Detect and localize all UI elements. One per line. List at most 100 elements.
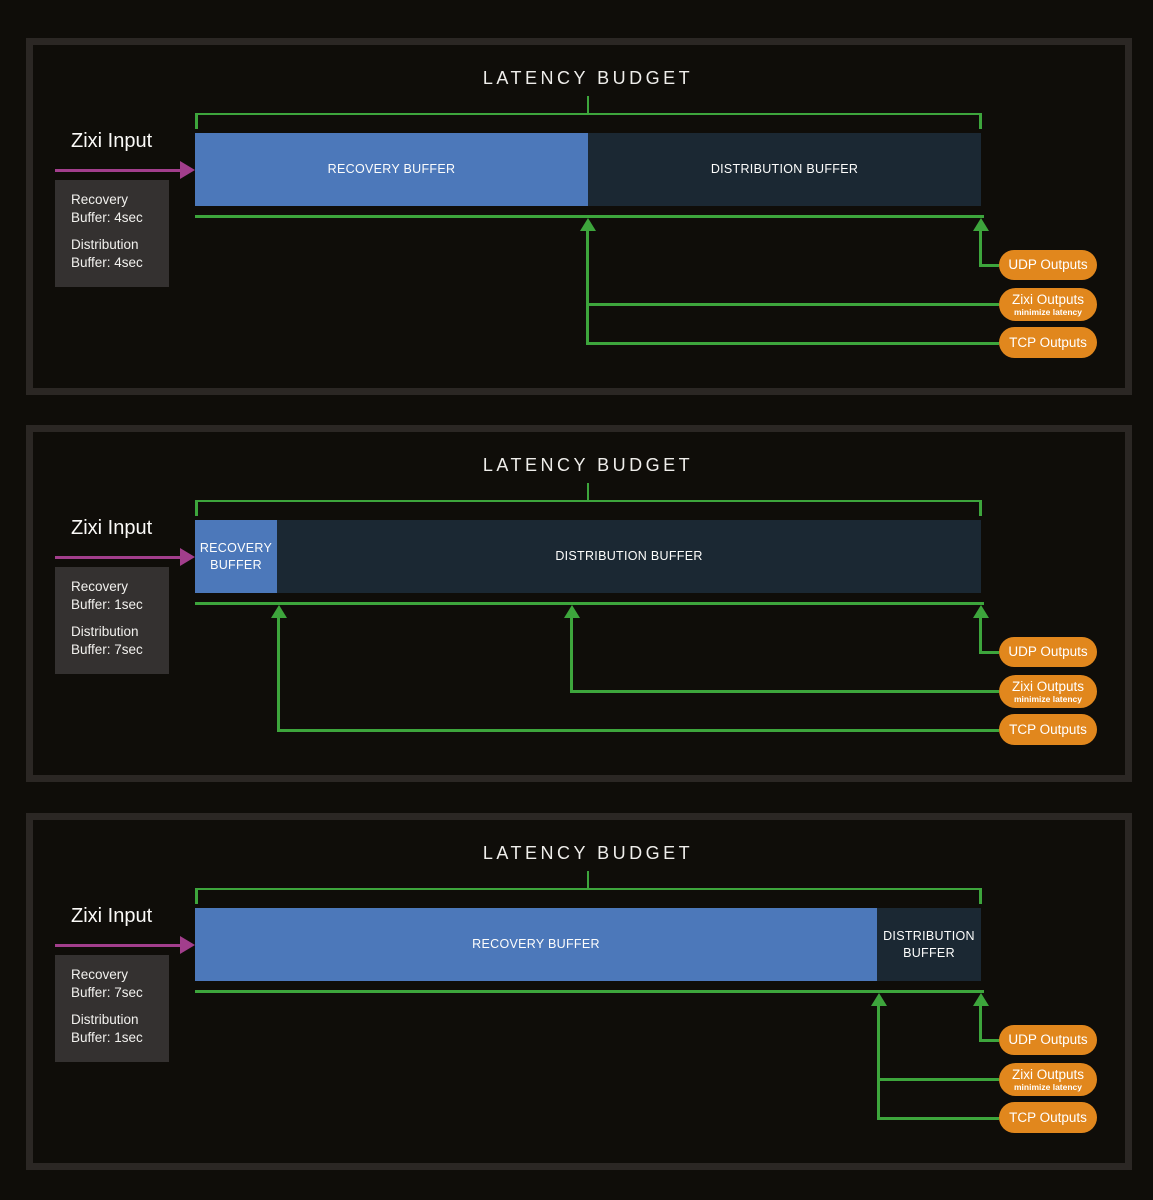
output-connector-line (588, 303, 999, 306)
latency-budget-panel: LATENCY BUDGET RECOVERY BUFFER DISTRIBUT… (26, 813, 1132, 1170)
connector-layer (33, 432, 1125, 775)
latency-bracket-line (195, 888, 982, 890)
distribution-info-line: Distribution Buffer: 1sec (71, 1012, 143, 1045)
tap-vertical-line (570, 617, 573, 693)
bracket-right-end (979, 888, 982, 904)
bracket-right-end (979, 500, 982, 516)
tap-arrowhead-icon (580, 218, 596, 231)
panel-title: LATENCY BUDGET (482, 68, 694, 88)
tap-vertical-line (979, 230, 982, 267)
tap-arrowhead-icon (871, 993, 887, 1006)
output-connector-line (879, 1078, 999, 1081)
udp-outputs-pill: UDP Outputs (999, 250, 1097, 280)
distribution-info-line: Distribution Buffer: 4sec (71, 237, 143, 270)
udp-outputs-pill: UDP Outputs (999, 1025, 1097, 1055)
recovery-buffer-label: RECOVERY BUFFER (472, 937, 600, 952)
buffer-bar: RECOVERY BUFFER DISTRIBUTION BUFFER (195, 908, 981, 981)
buffer-info-box: Recovery Buffer: 4sec Distribution Buffe… (55, 180, 169, 287)
recovery-buffer-segment: RECOVERY BUFFER (195, 908, 877, 981)
output-connector-line (879, 1117, 999, 1120)
tcp-outputs-pill: TCP Outputs (999, 1102, 1097, 1133)
tcp-outputs-pill: TCP Outputs (999, 714, 1097, 745)
bracket-left-end (195, 500, 198, 516)
output-baseline (195, 990, 984, 993)
buffer-bar: RECOVERY BUFFER DISTRIBUTION BUFFER (195, 520, 981, 593)
distribution-buffer-label: DISTRIBUTION BUFFER (710, 162, 859, 177)
tap-vertical-line (979, 617, 982, 654)
tap-vertical-line (586, 230, 589, 345)
pill-label: TCP Outputs (1009, 334, 1087, 350)
zixi-input-label: Zixi Input (71, 517, 153, 539)
recovery-buffer-segment: RECOVERY BUFFER (195, 520, 277, 593)
buffer-info-box: Recovery Buffer: 1sec Distribution Buffe… (55, 567, 169, 674)
tap-arrowhead-icon (271, 605, 287, 618)
bracket-left-end (195, 888, 198, 904)
pill-label: UDP Outputs (1008, 257, 1088, 273)
pill-label: TCP Outputs (1009, 721, 1087, 737)
tap-arrowhead-icon (973, 993, 989, 1006)
pill-label: Zixi Outputs (1011, 1067, 1085, 1083)
bracket-left-end (195, 113, 198, 129)
distribution-buffer-segment: DISTRIBUTION BUFFER (588, 133, 981, 206)
pill-sublabel: minimize latency (1013, 694, 1083, 704)
buffer-bar: RECOVERY BUFFER DISTRIBUTION BUFFER (195, 133, 981, 206)
zixi-input-arrowhead-icon (180, 936, 195, 954)
distribution-buffer-label: DISTRIBUTION BUFFER (555, 549, 703, 564)
udp-outputs-pill: UDP Outputs (999, 637, 1097, 667)
connector-layer (33, 820, 1125, 1163)
title-tick-line (587, 483, 589, 501)
zixi-input-arrowhead-icon (180, 161, 195, 179)
tap-vertical-line (277, 617, 280, 732)
bracket-right-end (979, 113, 982, 129)
output-connector-line (279, 729, 999, 732)
tap-vertical-line (877, 1005, 880, 1120)
recovery-info-line: Recovery Buffer: 4sec (71, 192, 143, 225)
output-connector-line (981, 651, 999, 654)
output-connector-line (981, 1039, 999, 1042)
latency-bracket-line (195, 113, 982, 115)
distribution-info-line: Distribution Buffer: 7sec (71, 624, 143, 657)
output-baseline (195, 602, 984, 605)
tap-arrowhead-icon (564, 605, 580, 618)
pill-sublabel: minimize latency (1013, 1082, 1083, 1092)
panel-title: LATENCY BUDGET (482, 843, 694, 863)
recovery-info-line: Recovery Buffer: 1sec (71, 579, 143, 612)
tap-arrowhead-icon (973, 605, 989, 618)
pill-label: TCP Outputs (1009, 1109, 1087, 1125)
zixi-input-arrow (55, 169, 182, 172)
output-connector-line (588, 342, 999, 345)
buffer-info-box: Recovery Buffer: 7sec Distribution Buffe… (55, 955, 169, 1062)
title-tick-line (587, 96, 589, 114)
title-tick-line (587, 871, 589, 889)
output-baseline (195, 215, 984, 218)
zixi-input-arrow (55, 556, 182, 559)
distribution-buffer-segment: DISTRIBUTION BUFFER (877, 908, 981, 981)
tap-vertical-line (979, 1005, 982, 1042)
output-connector-line (572, 690, 999, 693)
panel-title: LATENCY BUDGET (482, 455, 694, 475)
recovery-info-line: Recovery Buffer: 7sec (71, 967, 143, 1000)
zixi-input-label: Zixi Input (71, 905, 153, 927)
zixi-input-label: Zixi Input (71, 130, 153, 152)
recovery-buffer-label: RECOVERY BUFFER (199, 541, 273, 572)
pill-label: Zixi Outputs (1011, 679, 1085, 695)
zixi-input-arrow (55, 944, 182, 947)
connector-layer (33, 45, 1125, 388)
latency-budget-panel: LATENCY BUDGET RECOVERY BUFFER DISTRIBUT… (26, 38, 1132, 395)
pill-label: UDP Outputs (1008, 1032, 1088, 1048)
recovery-buffer-segment: RECOVERY BUFFER (195, 133, 588, 206)
recovery-buffer-label: RECOVERY BUFFER (327, 162, 456, 177)
distribution-buffer-label: DISTRIBUTION BUFFER (883, 929, 975, 960)
distribution-buffer-segment: DISTRIBUTION BUFFER (277, 520, 981, 593)
pill-sublabel: minimize latency (1013, 307, 1083, 317)
latency-bracket-line (195, 500, 982, 502)
output-connector-line (981, 264, 999, 267)
tcp-outputs-pill: TCP Outputs (999, 327, 1097, 358)
pill-label: Zixi Outputs (1011, 292, 1085, 308)
zixi-input-arrowhead-icon (180, 548, 195, 566)
tap-arrowhead-icon (973, 218, 989, 231)
